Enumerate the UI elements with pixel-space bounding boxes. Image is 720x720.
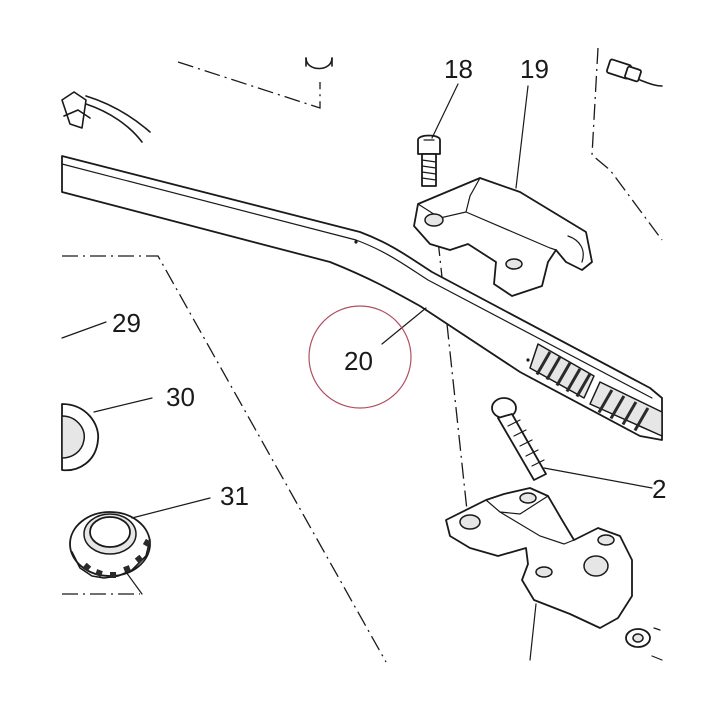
boundary-lines bbox=[62, 47, 663, 663]
handlebar-part-20 bbox=[61, 155, 663, 441]
ring-nut-part-31 bbox=[69, 511, 152, 579]
handlebar-mark-dot bbox=[526, 358, 530, 362]
bolt-part-18 bbox=[417, 134, 441, 187]
leader-lines bbox=[61, 83, 653, 661]
long-bolt-part-21 bbox=[491, 397, 547, 481]
cable-connector-fragment bbox=[61, 91, 151, 143]
part-label-18: 18 bbox=[444, 54, 473, 84]
wire-connector-fragment bbox=[605, 58, 663, 87]
washer-small bbox=[625, 627, 663, 661]
part-label-20: 20 bbox=[344, 346, 373, 376]
handlebar-knurl bbox=[529, 343, 663, 437]
washer-part-30 bbox=[61, 403, 99, 472]
handlebar-mark-dot bbox=[354, 240, 358, 244]
part-label-19: 19 bbox=[520, 54, 549, 84]
part-label-31: 31 bbox=[220, 481, 249, 511]
bolt-end-top bbox=[305, 57, 333, 70]
part-label-30: 30 bbox=[166, 382, 195, 412]
highlight-circle bbox=[308, 305, 412, 409]
part-label-21: 2 bbox=[652, 474, 666, 504]
part-label-29: 29 bbox=[112, 308, 141, 338]
lower-clamp bbox=[445, 487, 633, 629]
upper-clamp-part-19 bbox=[413, 177, 593, 297]
